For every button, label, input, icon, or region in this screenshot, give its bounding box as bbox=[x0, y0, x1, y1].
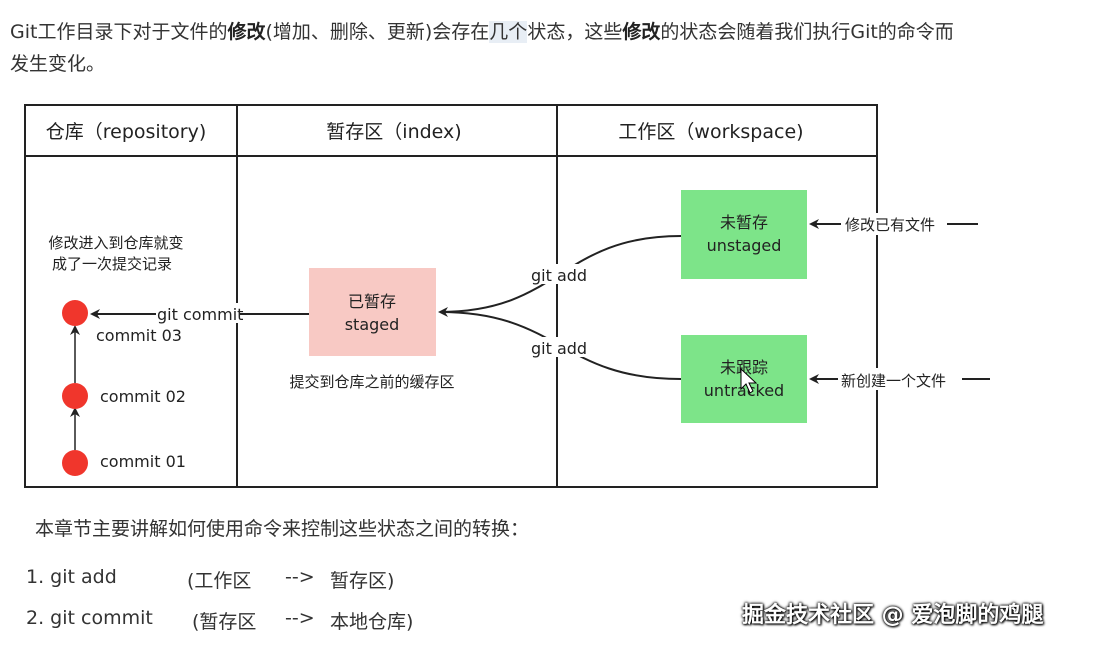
intro-text-2: (增加、删除、更新)会存在 bbox=[265, 21, 490, 43]
column-header-repository: 仓库（repository) bbox=[46, 121, 207, 143]
unstaged-box bbox=[681, 190, 807, 279]
intro-highlight: 几个 bbox=[489, 21, 528, 43]
diagram-frame bbox=[24, 104, 878, 488]
intro-paragraph: Git工作目录下对于文件的修改(增加、删除、更新)会存在几个状态，这些修改的状态… bbox=[10, 16, 1010, 80]
git-add-bottom-bg bbox=[529, 337, 591, 357]
create-label-bg bbox=[838, 368, 962, 390]
intro-text-4: 的状态会随着我们执行Git的命令而 bbox=[660, 21, 954, 43]
command-1-arrow: --> bbox=[285, 566, 315, 588]
untracked-label-cn: 未跟踪 bbox=[720, 358, 768, 377]
commit-dot-03 bbox=[62, 300, 88, 326]
unstaged-label-en: unstaged bbox=[707, 236, 782, 255]
commit-dot-02 bbox=[62, 383, 88, 409]
commit-label-03: commit 03 bbox=[96, 326, 182, 345]
create-new-label: 新创建一个文件 bbox=[841, 372, 946, 390]
git-add-label-bottom: git add bbox=[531, 339, 587, 358]
staged-caption: 提交到仓库之前的缓存区 bbox=[289, 373, 454, 391]
modify-label-bg bbox=[841, 213, 947, 235]
watermark: 掘金技术社区 @ 爱泡脚的鸡腿 bbox=[742, 603, 1044, 628]
intro-text-3: 状态，这些 bbox=[527, 21, 623, 43]
staged-label-en: staged bbox=[345, 315, 400, 334]
command-2-arrow: --> bbox=[285, 607, 315, 629]
command-2-name: 2. git commit bbox=[26, 607, 153, 629]
command-2-from: (暂存区 bbox=[192, 611, 257, 633]
intro-text-1: Git工作目录下对于文件的 bbox=[10, 21, 228, 43]
commit-label-02: commit 02 bbox=[100, 387, 186, 406]
mouse-cursor-icon bbox=[740, 367, 758, 394]
summary-text: 本章节主要讲解如何使用命令来控制这些状态之间的转换： bbox=[35, 518, 530, 540]
command-1-name: 1. git add bbox=[26, 566, 117, 588]
commit-label-01: commit 01 bbox=[100, 452, 186, 471]
command-1-to: 暂存区) bbox=[330, 570, 395, 592]
column-header-index: 暂存区（index) bbox=[326, 121, 461, 143]
intro-bold-1: 修改 bbox=[227, 21, 266, 43]
git-commit-label: git commit bbox=[157, 305, 243, 324]
intro-text-line2: 发生变化。 bbox=[10, 53, 106, 75]
column-header-workspace: 工作区（workspace) bbox=[618, 121, 803, 143]
git-add-label-top: git add bbox=[531, 266, 587, 285]
untracked-label-en: untracked bbox=[704, 381, 784, 400]
git-add-top-bg bbox=[529, 264, 591, 284]
git-commit-label-bg bbox=[156, 303, 240, 323]
staged-label-cn: 已暂存 bbox=[348, 292, 396, 311]
command-2-to: 本地仓库) bbox=[330, 611, 414, 633]
unstaged-label-cn: 未暂存 bbox=[720, 213, 768, 232]
modify-existing-label: 修改已有文件 bbox=[845, 216, 935, 234]
command-1-from: (工作区 bbox=[187, 570, 252, 592]
intro-bold-2: 修改 bbox=[622, 21, 661, 43]
repo-note-line2: 成了一次提交记录 bbox=[52, 255, 172, 273]
staged-box bbox=[309, 268, 436, 356]
commit-dot-01 bbox=[62, 450, 88, 476]
repo-note-line1: 修改进入到仓库就变 bbox=[48, 234, 183, 252]
